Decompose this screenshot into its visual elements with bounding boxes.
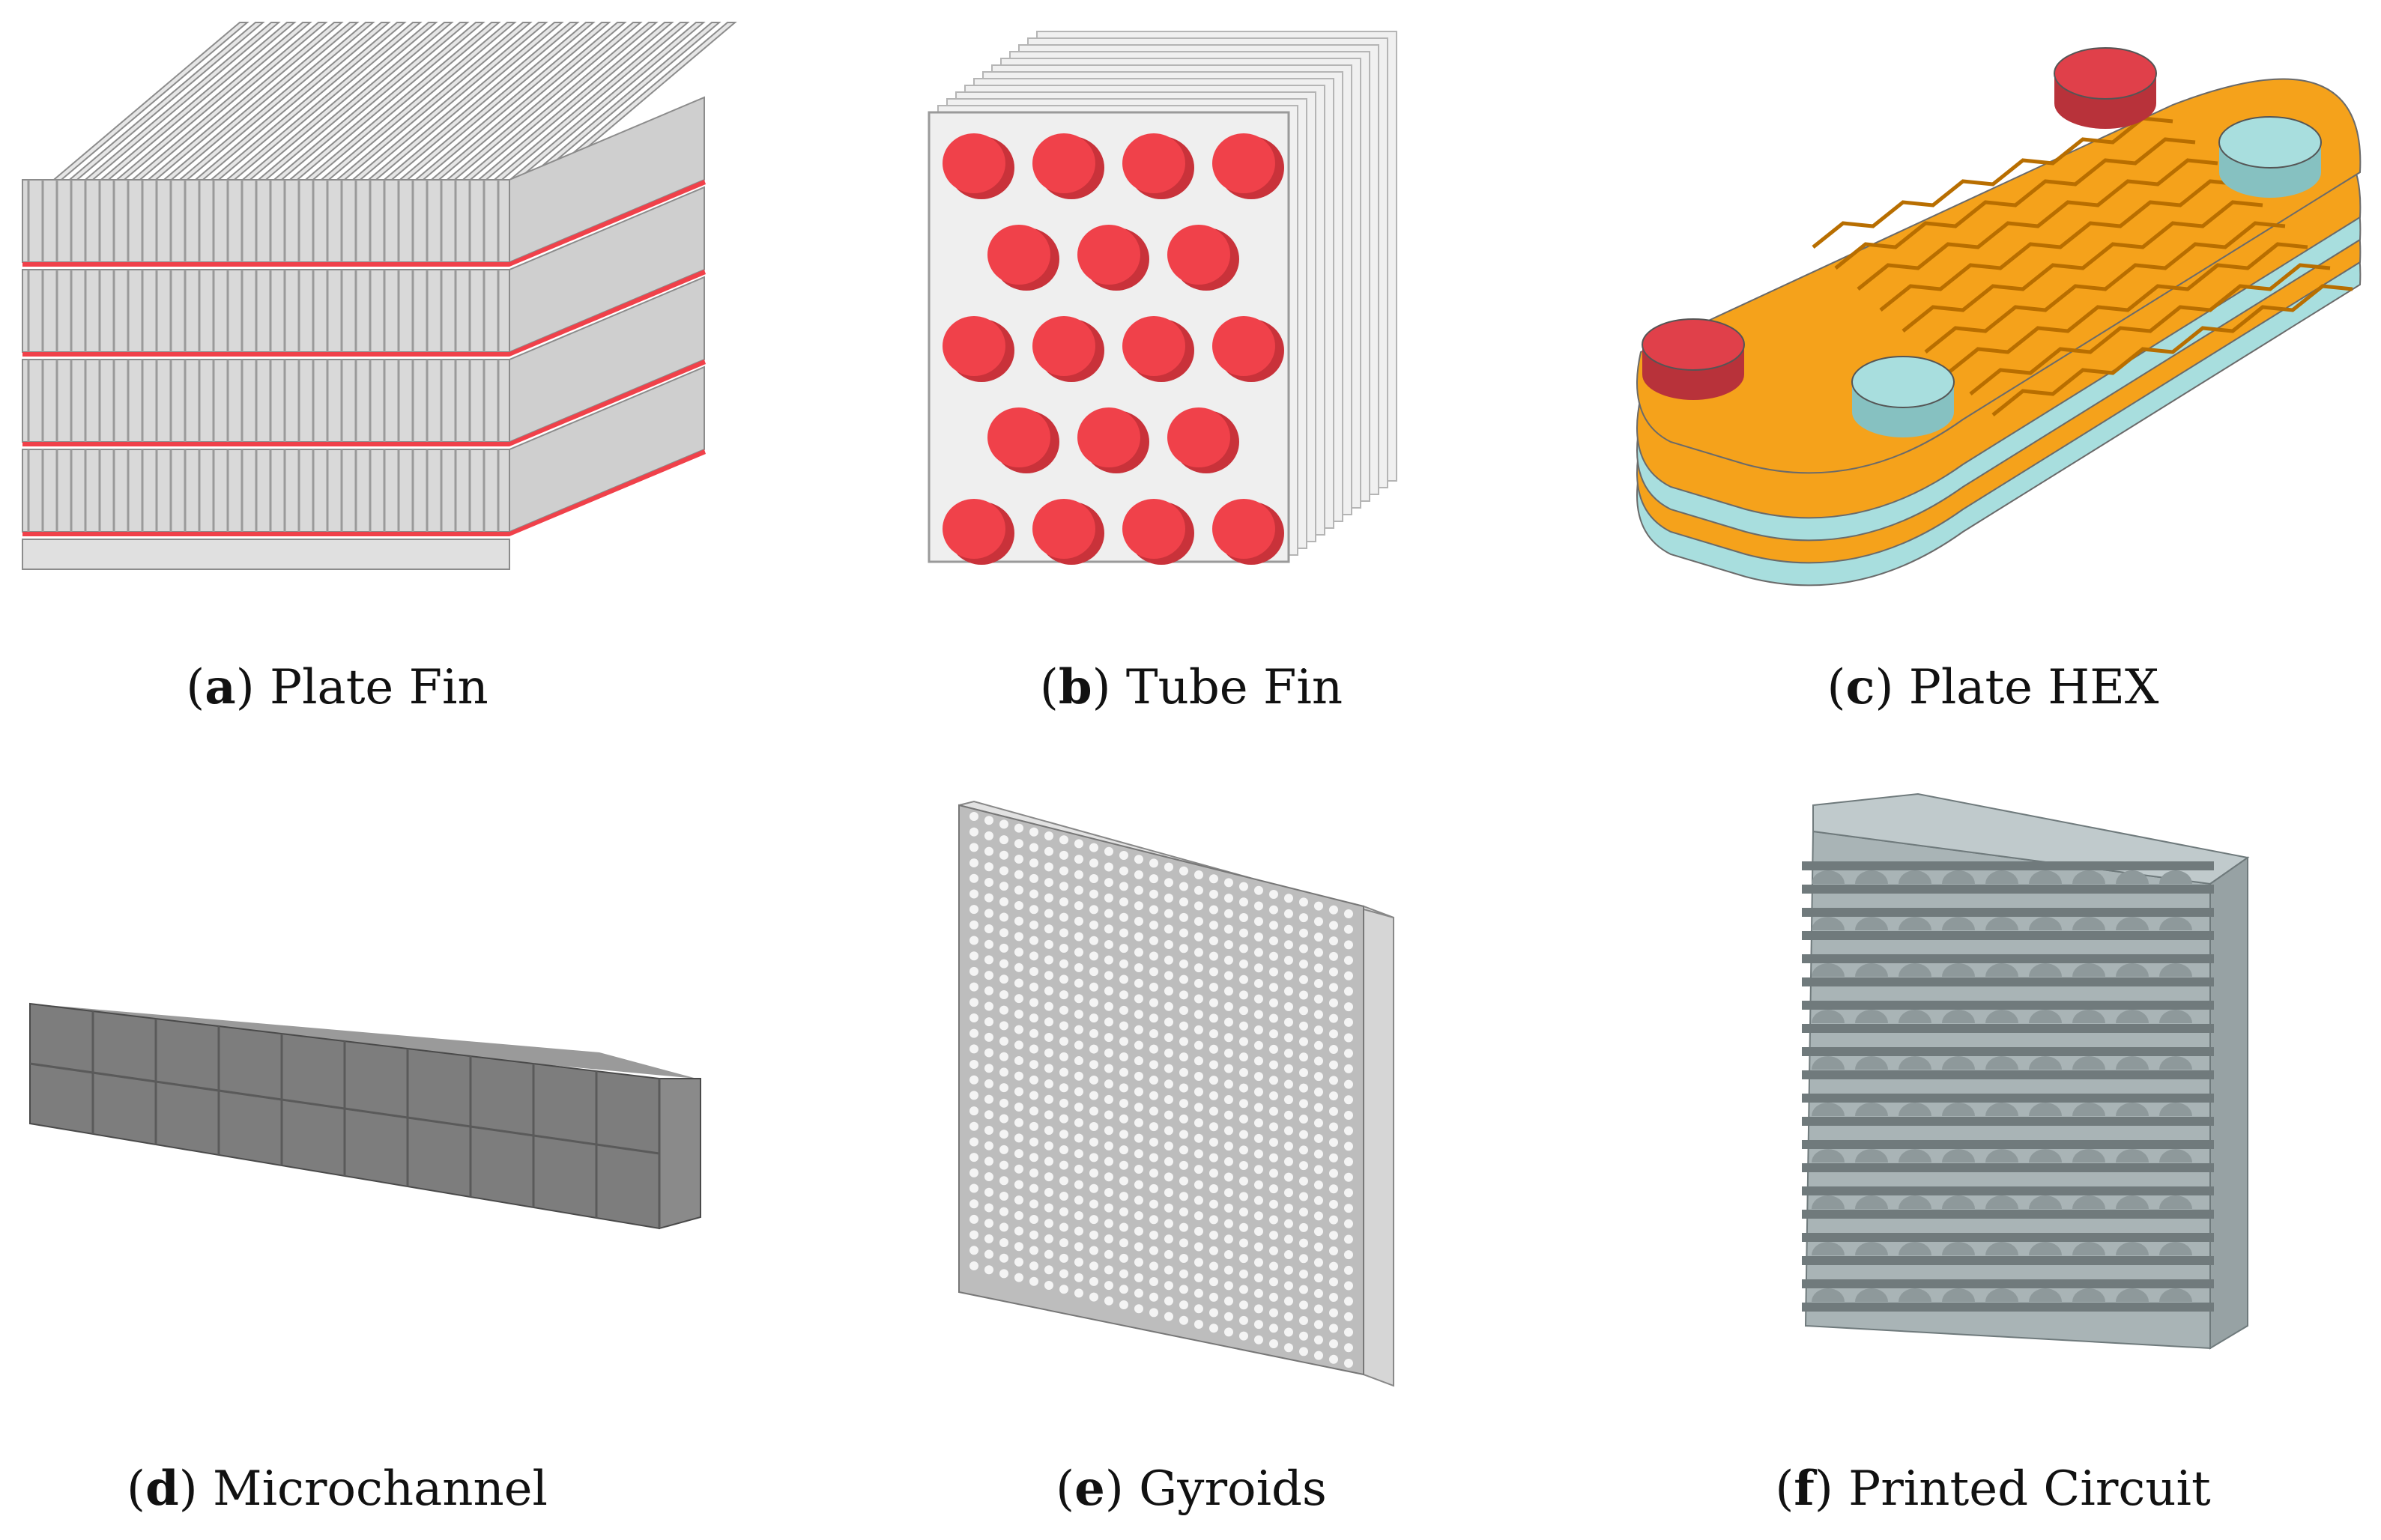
caption-c-label: Plate HEX <box>1908 660 2159 715</box>
caption-b: (b) Tube Fin <box>1039 659 1343 715</box>
caption-f-label: Printed Circuit <box>1848 1461 2211 1517</box>
caption-b-label: Tube Fin <box>1125 660 1343 715</box>
printed-circuit-illustration <box>1802 792 2250 1350</box>
tube-fin-illustration <box>928 31 1397 565</box>
plate-hex-illustration <box>1636 47 2362 586</box>
caption-c: (c) Plate HEX <box>1827 659 2159 715</box>
caption-a: (a) Plate Fin <box>186 659 488 715</box>
microchannel-illustration <box>29 1002 701 1230</box>
caption-a-label: Plate Fin <box>270 660 488 715</box>
caption-d-label: Microchannel <box>213 1461 548 1517</box>
caption-c-letter: c <box>1845 659 1875 715</box>
caption-e-letter: e <box>1074 1461 1105 1517</box>
plate-fin-illustration <box>22 22 737 570</box>
caption-e-label: Gyroids <box>1139 1461 1327 1517</box>
caption-b-letter: b <box>1058 659 1092 715</box>
caption-d: (d) Microchannel <box>127 1461 548 1517</box>
gyroids-illustration <box>958 800 1394 1387</box>
caption-f: (f) Printed Circuit <box>1775 1461 2211 1517</box>
caption-e: (e) Gyroids <box>1056 1461 1327 1517</box>
caption-d-letter: d <box>145 1461 179 1517</box>
caption-f-letter: f <box>1794 1461 1815 1517</box>
caption-a-letter: a <box>205 659 236 715</box>
